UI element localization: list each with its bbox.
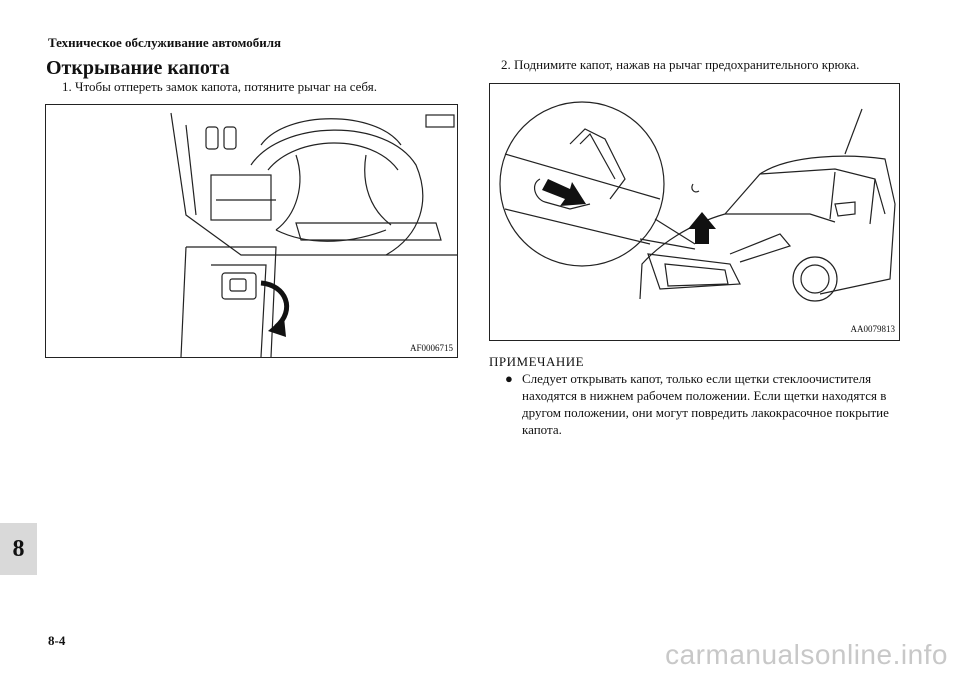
note-text: Следует открывать капот, только если щет… — [522, 371, 889, 437]
note-block: ● Следует открывать капот, только если щ… — [505, 370, 905, 438]
hood-safety-hook-illustration — [499, 101, 896, 302]
step-2: 2. Поднимите капот, нажав на рычаг предо… — [501, 57, 860, 72]
page-number: 8-4 — [48, 633, 66, 648]
figure-code: AF0006715 — [409, 343, 453, 353]
chapter-tab: 8 — [0, 523, 37, 575]
bullet-icon: ● — [505, 371, 513, 386]
figure-hood-release-lever: AF0006715 — [45, 104, 458, 358]
hood-release-lever-illustration — [170, 112, 457, 357]
running-header: Техническое обслуживание автомобиля — [48, 35, 282, 50]
watermark: carmanualsonline.info — [665, 639, 948, 670]
figure-hood-safety-hook: AA0079813 — [489, 83, 900, 341]
section-title: Открывание капота — [46, 57, 230, 79]
figure-code: AA0079813 — [850, 324, 896, 334]
note-heading: ПРИМЕЧАНИЕ — [489, 354, 585, 369]
step-1: 1. Чтобы отпереть замок капота, потяните… — [62, 79, 377, 94]
